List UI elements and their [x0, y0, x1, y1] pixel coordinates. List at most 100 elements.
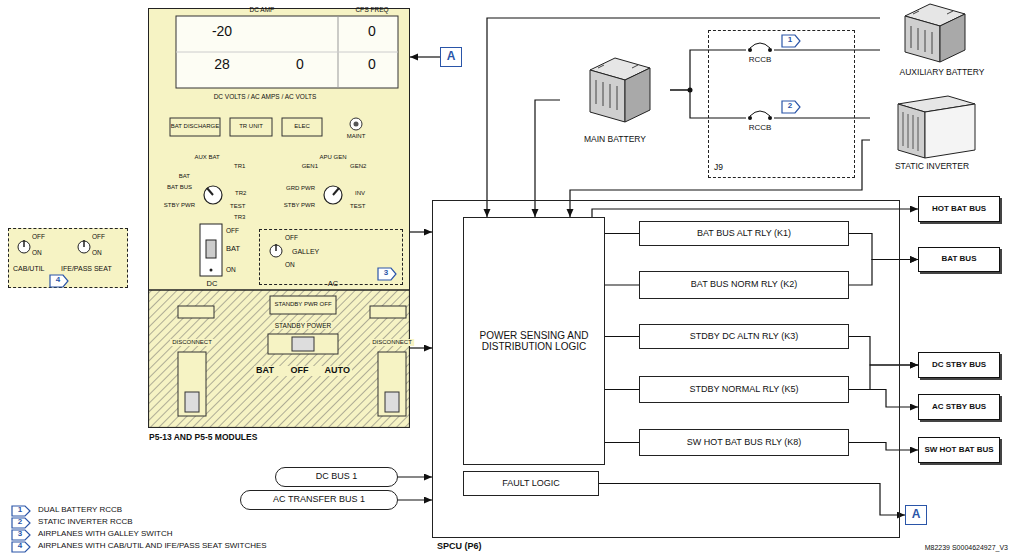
node-heading: MAIN BATTERY — [584, 135, 646, 144]
node-label: BAT BUS — [942, 255, 977, 264]
hatched-module — [148, 290, 410, 427]
panel-label: TR2 — [235, 190, 246, 197]
wire-connector — [592, 209, 918, 217]
switch-position: OFF — [285, 234, 298, 241]
rccb-symbol — [750, 43, 770, 48]
standby-power-controls — [185, 392, 199, 412]
switch-position: ON — [285, 261, 295, 268]
callout-number: 4 — [56, 276, 60, 285]
switch-position: OFF — [226, 227, 239, 234]
push-button — [282, 118, 322, 136]
relay-box: STDBY NORMAL RLY (K5) — [639, 376, 849, 403]
wire-connector — [849, 260, 918, 286]
toggle-switch — [23, 240, 25, 247]
panel-label: BAT BUS — [167, 184, 192, 191]
connector-reference: A — [905, 505, 927, 525]
relay-box: STDBY DC ALTN RLY (K3) — [639, 324, 849, 349]
rccb-symbol — [746, 112, 774, 122]
rccb-symbol — [750, 111, 770, 116]
wire-connector — [599, 484, 905, 516]
node-label: A — [912, 508, 921, 521]
bus-box: HOT BAT BUS — [918, 196, 1000, 222]
callout-flag — [12, 542, 30, 552]
breaker-label: RCCB — [749, 56, 772, 65]
panel-label: STBY PWR — [164, 202, 195, 209]
switch-name: BAT — [226, 245, 240, 253]
auxiliary-battery-illustration — [905, 4, 965, 62]
panel-label: BAT — [179, 173, 190, 180]
toggle-switch — [78, 241, 90, 253]
rccb-symbol — [768, 116, 772, 120]
panel-label: CPS FREQ — [355, 6, 388, 13]
panel-label: MAINT — [347, 133, 366, 140]
static-inverter-illustration — [898, 96, 975, 158]
panel-label: AUX BAT — [194, 154, 219, 161]
panel-label: GRD PWR — [286, 185, 315, 192]
node-heading: SPCU (P6) — [437, 542, 482, 552]
node-label: DC BUS 1 — [316, 472, 358, 482]
node-label: SW HOT BAT BUS — [924, 446, 993, 455]
standby-power-controls — [370, 306, 406, 318]
note: AIRPLANES WITH GALLEY SWITCH — [38, 530, 173, 539]
panel-label: DC AMP — [250, 6, 275, 13]
logic-box: POWER SENSING AND DISTRIBUTION LOGIC — [463, 217, 605, 465]
panel-label: DISCONNECT — [370, 339, 414, 346]
standby-power-controls — [385, 392, 399, 412]
display-digit: 0 — [368, 57, 376, 72]
panel-label: DC — [207, 280, 218, 288]
wire-connector — [849, 390, 918, 408]
junction-dot — [688, 88, 693, 93]
panel-label: TR1 — [234, 163, 245, 170]
panel-label: GEN2 — [350, 163, 366, 170]
main-battery-illustration — [590, 58, 650, 122]
node-label: BAT BUS ALT RLY (K1) — [697, 229, 791, 239]
note: STATIC INVERTER RCCB — [38, 518, 133, 527]
callout-number: 2 — [18, 518, 22, 527]
node-label: STDBY DC ALTN RLY (K3) — [690, 332, 798, 342]
wire-connector — [849, 443, 918, 451]
panel-label: INV — [355, 190, 365, 197]
wire-connector — [849, 234, 918, 260]
toggle-switch — [83, 240, 85, 247]
push-button — [354, 122, 359, 127]
auxiliary-battery-illustration — [940, 14, 965, 62]
panel-label: TEST — [230, 203, 245, 210]
note: DUAL BATTERY RCCB — [38, 506, 122, 515]
main-battery-illustration — [596, 65, 638, 110]
bus-source: AC TRANSFER BUS 1 — [240, 490, 398, 510]
display-digit: 0 — [296, 57, 304, 72]
rccb-symbol — [768, 48, 772, 52]
node-label: BAT BUS NORM RLY (K2) — [691, 280, 797, 290]
switch-position: OFF — [32, 233, 45, 240]
battery: AUXILIARY BATTERY — [880, 2, 1004, 84]
meter-display — [176, 16, 398, 88]
standby-power-controls — [270, 296, 336, 314]
relay-box: BAT BUS ALT RLY (K1) — [639, 221, 849, 246]
callout-number: 4 — [18, 542, 22, 551]
wire-connector — [410, 56, 440, 57]
node-heading: J9 — [714, 163, 723, 172]
push-button — [350, 118, 362, 130]
callout-number: 2 — [788, 102, 792, 111]
wire-connector — [487, 18, 880, 217]
toggle-switch — [18, 241, 30, 253]
callout-flag — [12, 506, 30, 516]
rotary-selector — [204, 186, 342, 204]
panel-label: GEN1 — [302, 163, 318, 170]
node-label: A — [447, 50, 456, 63]
wire-connector — [410, 347, 432, 348]
connector-reference: A — [440, 47, 462, 67]
hatched-module — [148, 289, 410, 290]
toggle-switch — [18, 224, 282, 276]
wire-connector — [605, 336, 639, 337]
display-digit: 0 — [368, 24, 376, 39]
panel-label: TEST — [350, 203, 365, 210]
push-button — [230, 118, 272, 136]
callout-flag — [12, 518, 30, 528]
wire-connector — [849, 365, 918, 390]
switch-box: CAB/UTILIFE/PASS SEAT — [8, 228, 128, 288]
auxiliary-battery-illustration — [911, 11, 953, 54]
wire-connector — [605, 442, 639, 443]
wire-connector — [570, 140, 870, 217]
